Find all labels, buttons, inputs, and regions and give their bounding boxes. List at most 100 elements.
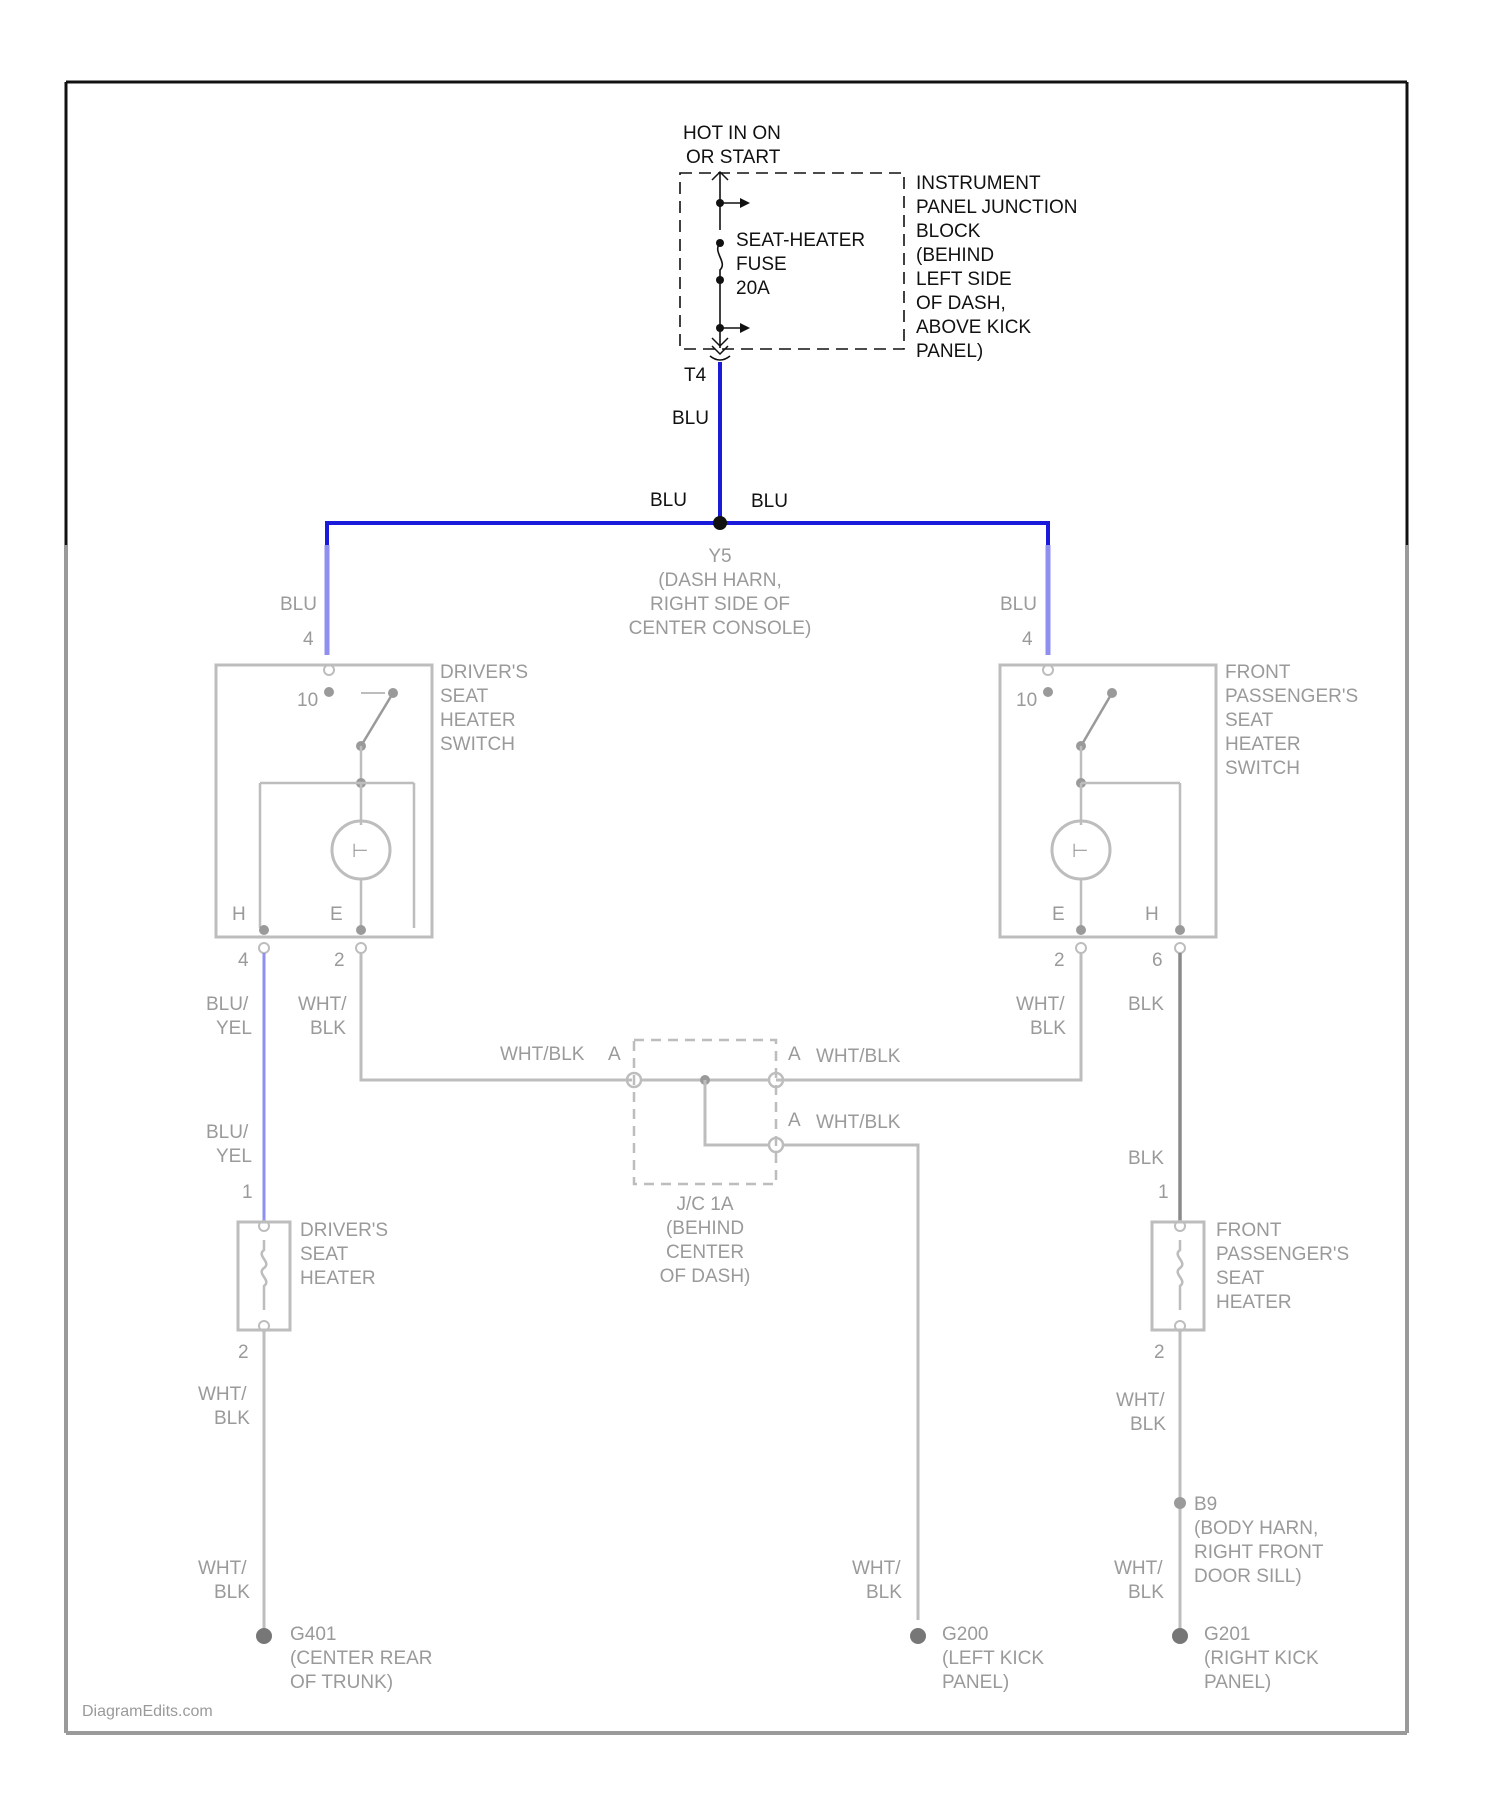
svg-text:G201: G201: [1204, 1624, 1250, 1645]
fuse-label-line2: FUSE: [736, 254, 787, 275]
splice-y5-label: Y5 (DASH HARN, RIGHT SIDE OF CENTER CONS…: [629, 546, 812, 639]
wire-label-main: BLU: [672, 408, 709, 429]
jc-right-pin-top: A: [788, 1044, 801, 1065]
svg-text:PANEL): PANEL): [942, 1672, 1009, 1693]
driver-switch-name: DRIVER'S SEAT HEATER SWITCH: [440, 662, 528, 755]
passenger-switch-pin-out-left: 2: [1054, 950, 1065, 971]
driver-switch-pin-out-right: 2: [334, 950, 345, 971]
power-source-line1: HOT IN ON: [683, 123, 781, 144]
fuse-label-line3: 20A: [736, 278, 770, 299]
joint-connector-1a: WHT/BLK A A WHT/BLK A WHT/BLK J/C 1A (BE…: [500, 1040, 918, 1620]
svg-text:⊢: ⊢: [1072, 841, 1089, 862]
junction-block-line: PANEL JUNCTION: [916, 197, 1078, 218]
passenger-heater-pin-out: 2: [1154, 1342, 1165, 1363]
svg-text:RIGHT SIDE OF: RIGHT SIDE OF: [650, 594, 790, 615]
svg-text:HEATER: HEATER: [1225, 734, 1301, 755]
driver-switch-pin-h: H: [232, 904, 246, 925]
svg-text:BLK: BLK: [214, 1582, 250, 1603]
junction-block-line: LEFT SIDE: [916, 269, 1012, 290]
junction-block-label: INSTRUMENT PANEL JUNCTION BLOCK (BEHIND …: [916, 173, 1078, 362]
passenger-switch-outputs: 2 6 WHT/ BLK BLK: [1016, 943, 1185, 1039]
svg-text:YEL: YEL: [216, 1146, 252, 1167]
svg-text:WHT/: WHT/: [1114, 1558, 1163, 1579]
svg-text:WHT/: WHT/: [298, 994, 347, 1015]
svg-text:FRONT: FRONT: [1216, 1220, 1282, 1241]
splice-b9: B9 (BODY HARN, RIGHT FRONT DOOR SILL): [1174, 1494, 1324, 1587]
jc-name: J/C 1A (BEHIND CENTER OF DASH): [660, 1194, 751, 1287]
jc-right-pin-bottom: A: [788, 1110, 801, 1131]
svg-text:FRONT: FRONT: [1225, 662, 1291, 683]
svg-text:BLK: BLK: [1128, 994, 1164, 1015]
svg-text:SEAT: SEAT: [1216, 1268, 1265, 1289]
power-source: HOT IN ON OR START: [683, 123, 781, 168]
svg-text:HEATER: HEATER: [440, 710, 516, 731]
svg-text:DOOR SILL): DOOR SILL): [1194, 1566, 1302, 1587]
svg-text:SWITCH: SWITCH: [1225, 758, 1300, 779]
passenger-heater-pin-in: 1: [1158, 1182, 1169, 1203]
ground-g401: G401 (CENTER REAR OF TRUNK): [256, 1624, 433, 1693]
svg-text:HEATER: HEATER: [300, 1268, 376, 1289]
junction-block-line: OF DASH,: [916, 293, 1006, 314]
svg-text:BLK: BLK: [1128, 1582, 1164, 1603]
svg-text:HEATER: HEATER: [1216, 1292, 1292, 1313]
svg-text:SEAT: SEAT: [300, 1244, 349, 1265]
junction-block-line: (BEHIND: [916, 245, 994, 266]
watermark: DiagramEdits.com: [82, 1703, 213, 1720]
passenger-switch-name: FRONT PASSENGER'S SEAT HEATER SWITCH: [1225, 662, 1358, 779]
driver-switch-outputs: 4 2 BLU/ YEL WHT/ BLK: [206, 943, 366, 1039]
svg-text:(LEFT KICK: (LEFT KICK: [942, 1648, 1044, 1669]
driver-seat-heater: BLU/ YEL 1 DRIVER'S SEAT HEATER 2 WHT/ B…: [198, 1122, 388, 1630]
svg-text:BLK: BLK: [866, 1582, 902, 1603]
driver-heater-pin-out: 2: [238, 1342, 249, 1363]
svg-text:PASSENGER'S: PASSENGER'S: [1225, 686, 1358, 707]
driver-seat-heater-switch: BLU 4 10 ⊢ H E DRIVER'S SEAT HEATER SWIT…: [216, 594, 528, 937]
svg-text:BLK: BLK: [1130, 1414, 1166, 1435]
svg-text:WHT/: WHT/: [198, 1558, 247, 1579]
svg-text:SEAT: SEAT: [440, 686, 489, 707]
svg-text:BLK: BLK: [214, 1408, 250, 1429]
driver-switch-pin-top: 10: [297, 690, 318, 711]
svg-text:G401: G401: [290, 1624, 336, 1645]
driver-switch-pin-e: E: [330, 904, 343, 925]
junction-block-line: INSTRUMENT: [916, 173, 1041, 194]
passenger-switch-pin-out-right: 6: [1152, 950, 1163, 971]
blue-supply-wires: [327, 362, 1048, 545]
passenger-switch-wire-in: BLU: [1000, 594, 1037, 615]
passenger-heater-name: FRONT PASSENGER'S SEAT HEATER: [1216, 1220, 1349, 1313]
svg-text:CENTER: CENTER: [666, 1242, 744, 1263]
svg-text:BLU/: BLU/: [206, 994, 249, 1015]
diagram-frame: [66, 82, 1407, 1733]
junction-block-enclosure: [680, 173, 904, 349]
svg-text:OF TRUNK): OF TRUNK): [290, 1672, 393, 1693]
driver-switch-wire-in: BLU: [280, 594, 317, 615]
driver-switch-pin-in: 4: [303, 629, 314, 650]
svg-text:SEAT: SEAT: [1225, 710, 1274, 731]
terminal-t4-label: T4: [684, 365, 707, 386]
svg-text:(DASH HARN,: (DASH HARN,: [658, 570, 782, 591]
passenger-switch-pin-top: 10: [1016, 690, 1037, 711]
svg-text:BLU/: BLU/: [206, 1122, 249, 1143]
svg-text:(CENTER REAR: (CENTER REAR: [290, 1648, 433, 1669]
svg-text:RIGHT FRONT: RIGHT FRONT: [1194, 1542, 1324, 1563]
svg-text:DRIVER'S: DRIVER'S: [300, 1220, 388, 1241]
svg-text:WHT/: WHT/: [198, 1384, 247, 1405]
jc-left-wire: WHT/BLK: [500, 1044, 585, 1065]
svg-text:YEL: YEL: [216, 1018, 252, 1039]
passenger-switch-pin-h: H: [1145, 904, 1159, 925]
junction-block-line: ABOVE KICK: [916, 317, 1031, 338]
fuse-label-line1: SEAT-HEATER: [736, 230, 865, 251]
ground-g201: G201 (RIGHT KICK PANEL): [1172, 1624, 1319, 1693]
svg-text:BLK: BLK: [310, 1018, 346, 1039]
svg-text:WHT/: WHT/: [852, 1558, 901, 1579]
svg-text:DRIVER'S: DRIVER'S: [440, 662, 528, 683]
svg-text:CENTER CONSOLE): CENTER CONSOLE): [629, 618, 812, 639]
passenger-switch-pin-in: 4: [1022, 629, 1033, 650]
passenger-seat-heater-switch: BLU 4 10 ⊢ E H FRONT PASSENGER'S SEAT HE…: [1000, 594, 1358, 937]
jc-right-wire-top: WHT/BLK: [816, 1046, 901, 1067]
driver-heater-pin-in: 1: [242, 1182, 253, 1203]
jc-right-wire-bottom: WHT/BLK: [816, 1112, 901, 1133]
wire-label-branch-right: BLU: [751, 491, 788, 512]
svg-text:J/C 1A: J/C 1A: [676, 1194, 733, 1215]
svg-text:B9: B9: [1194, 1494, 1217, 1515]
